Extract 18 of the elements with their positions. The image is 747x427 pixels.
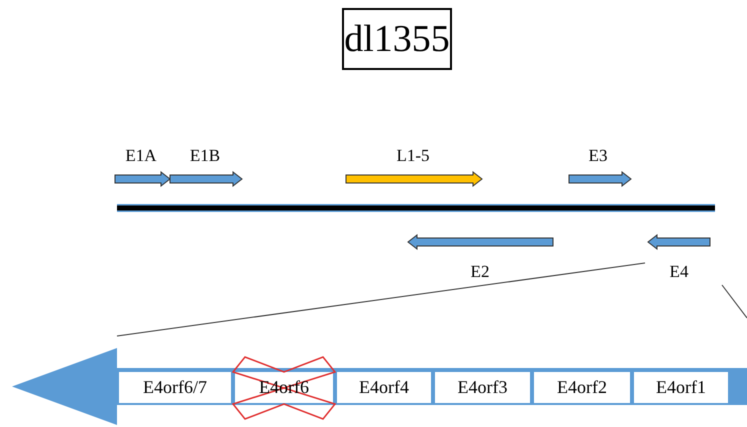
- gene-label: E1A: [125, 146, 157, 166]
- gene-label: E3: [588, 146, 608, 166]
- orf-name: E4orf6/7: [143, 377, 207, 398]
- orf-name: E4orf1: [656, 377, 706, 398]
- orf-box: [335, 370, 433, 405]
- orf-box: [433, 370, 532, 405]
- gene-label: E2: [470, 262, 490, 282]
- orf-box: [632, 370, 730, 405]
- block-arrow: [12, 348, 747, 425]
- orf-name: E4orf4: [359, 377, 409, 398]
- orf-name: E4orf2: [557, 377, 607, 398]
- orf-name: E4orf3: [458, 377, 508, 398]
- orf-box: [117, 370, 233, 405]
- title: dl1355: [342, 8, 452, 70]
- gene-label: E4: [670, 262, 688, 282]
- orf-box: [532, 370, 632, 405]
- gene-label: L1-5: [396, 146, 430, 166]
- gene-label: E1B: [190, 146, 220, 166]
